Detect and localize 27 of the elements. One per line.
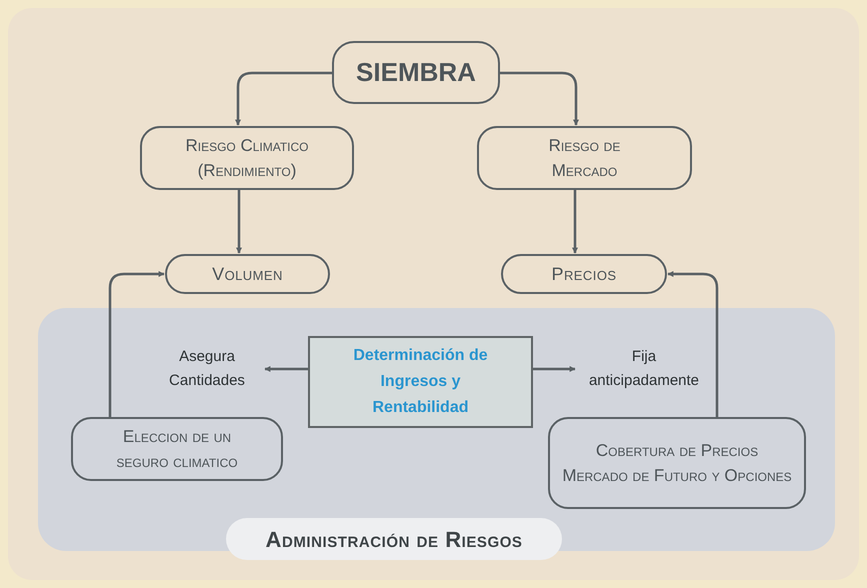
node-label: Riesgo de Mercado [548, 135, 622, 182]
arrow [500, 72, 579, 126]
arrow [572, 190, 578, 254]
arrow [264, 366, 308, 372]
node-label: Determinación de Ingresos y Rentabilidad [352, 346, 489, 418]
arrow [667, 271, 718, 417]
arrow [108, 271, 165, 417]
result-pill [165, 254, 330, 294]
process-box [140, 126, 354, 190]
highlight-box [308, 336, 533, 428]
note-text: Asegura Cantidades [168, 347, 246, 391]
node-label: Volumen [212, 262, 283, 286]
note-text: Fija anticipadamente [588, 347, 700, 391]
arrow [236, 190, 242, 254]
result-pill [501, 254, 667, 294]
node-label: Eleccion de un seguro climatico [115, 426, 239, 473]
process-box [71, 417, 283, 481]
process-box [477, 126, 692, 190]
node-label: Precios [552, 262, 616, 286]
node-label: Cobertura de Precios Mercado de Futuro y Opciones [562, 440, 792, 487]
arrow [533, 366, 576, 372]
panel-heading: Administración de Riesgos [226, 518, 562, 560]
process-box [548, 417, 806, 509]
node-label: SIEMBRA [356, 56, 476, 89]
node-label: Riesgo Climatico (Rendimiento) [184, 135, 310, 182]
arrow [235, 72, 332, 126]
process-box [332, 41, 500, 104]
